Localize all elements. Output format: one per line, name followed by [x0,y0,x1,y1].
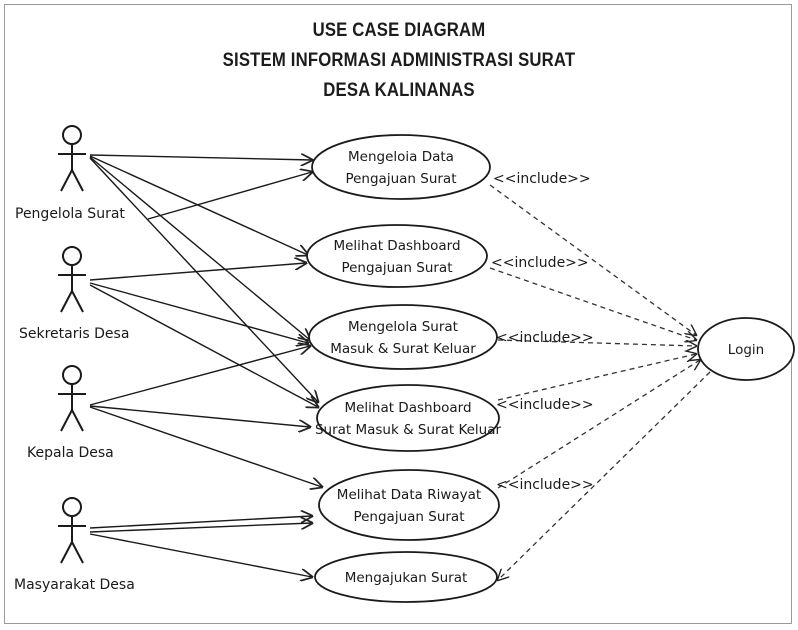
usecase-dashboard-surat [316,384,500,452]
actor-masyarakat-desa [58,497,86,564]
include-label-1: <<include>> [493,171,591,187]
actor-label-sekretaris: Sekretaris Desa [19,326,129,342]
include-label-2: <<include>> [491,255,589,271]
assoc-sekretaris-uc4 [89,284,318,407]
diagram-subtitle-system: SISTEM INFORMASI ADMINISTRASI SURAT [222,50,576,71]
include-uc1-login [489,184,696,335]
association-lines [89,155,322,577]
assoc-pengelola-uc4 [89,157,318,402]
assoc-kepala-uc5 [89,406,322,487]
include-lines [489,184,711,580]
uc2-label-line1: Melihat Dashboard [333,238,460,254]
assoc-pengelola-uc3 [89,156,310,340]
actor-label-masyarakat: Masyarakat Desa [14,577,135,593]
include-uc5-login [497,360,700,489]
uc5-label-line1: Melihat Data Riwayat [337,487,481,503]
include-uc3-login [497,339,696,346]
include-label-4: <<include>> [496,397,594,413]
actor-kepala-desa [58,365,86,432]
assoc-sekretaris-uc1 [147,172,312,220]
include-label-5: <<include>> [496,477,594,493]
usecase-mengelola-surat [308,304,498,370]
actor-sekretaris-desa [58,246,86,313]
uc2-label-line2: Pengajuan Surat [341,260,452,276]
include-uc4-login [497,354,696,401]
usecase-riwayat-pengajuan [318,469,500,541]
assoc-masyarakat-uc6 [89,533,312,577]
include-uc2-login [489,267,696,340]
uc1-label-line1: Mengeloia Data [348,149,454,165]
actor-pengelola-surat [58,125,86,192]
uc3-label-line2: Masuk & Surat Keluar [330,341,476,357]
uc4-label-line2: Surat Masuk & Surat Keluar [315,422,502,438]
diagram-title: USE CASE DIAGRAM [312,20,486,41]
assoc-masyarakat-uc5a [89,516,312,529]
usecase-mengajukan-surat [314,551,498,603]
actor-label-kepala: Kepala Desa [27,445,114,461]
uc4-label-line1: Melihat Dashboard [344,400,471,416]
uc6-label: Mengajukan Surat [345,570,468,586]
usecase-login [697,317,795,381]
assoc-kepala-uc3 [89,346,310,406]
include-uc6-login [498,371,711,580]
uc3-label-line1: Mengelola Surat [348,319,458,335]
uc5-label-line2: Pengajuan Surat [353,509,464,525]
assoc-sekretaris-uc3 [89,282,308,343]
uc1-label-line2: Pengajuan Surat [345,171,456,187]
assoc-sekretaris-uc2 [89,263,306,281]
assoc-pengelola-uc2 [89,155,308,255]
assoc-masyarakat-uc5b [89,523,312,533]
assoc-pengelola-uc1 [89,155,312,160]
usecase-mengelola-data-pengajuan [311,134,491,200]
assoc-kepala-uc4 [89,405,310,427]
include-label-3: <<include>> [496,330,594,346]
actor-label-pengelola: Pengelola Surat [15,206,125,222]
usecase-dashboard-pengajuan [306,224,488,288]
diagram-subtitle-village: DESA KALINANAS [323,80,475,101]
login-label: Login [728,342,764,358]
